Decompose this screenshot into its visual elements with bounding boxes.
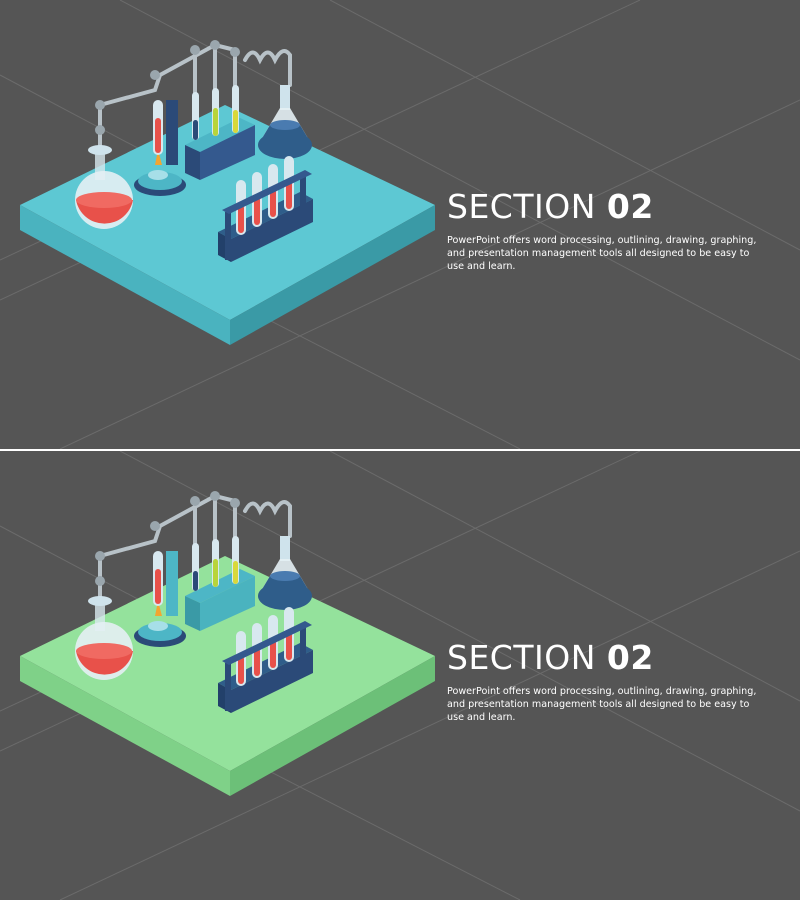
round-flask bbox=[75, 596, 133, 680]
lab-illustration bbox=[20, 491, 435, 796]
front-test-tube-rack bbox=[218, 156, 313, 262]
slide-1[interactable]: SECTION 02 PowerPoint offers word proces… bbox=[0, 0, 800, 449]
platform-right-side bbox=[230, 205, 435, 345]
section-title-text: SECTION bbox=[447, 187, 607, 226]
slide-2[interactable]: SECTION 02 PowerPoint offers word proces… bbox=[0, 451, 800, 900]
section-title: SECTION 02 bbox=[447, 190, 654, 223]
lab-illustration bbox=[20, 40, 435, 345]
front-test-tube-rack bbox=[218, 607, 313, 713]
platform-right-side bbox=[230, 656, 435, 796]
platform-left-side bbox=[20, 656, 230, 796]
bunsen-burner bbox=[134, 100, 186, 196]
section-description: PowerPoint offers word processing, outli… bbox=[447, 686, 757, 723]
section-title: SECTION 02 bbox=[447, 641, 654, 674]
platform-left-side bbox=[20, 205, 230, 345]
bunsen-burner bbox=[134, 551, 186, 647]
pipe-joints bbox=[95, 40, 240, 135]
round-flask bbox=[75, 145, 133, 229]
section-number: 02 bbox=[606, 187, 654, 226]
erlenmeyer-flask bbox=[258, 536, 312, 610]
erlenmeyer-flask bbox=[258, 85, 312, 159]
back-test-tube-rack bbox=[185, 536, 255, 631]
section-title-text: SECTION bbox=[447, 638, 607, 677]
pipe-joints bbox=[95, 491, 240, 586]
section-number: 02 bbox=[606, 638, 654, 677]
section-description: PowerPoint offers word processing, outli… bbox=[447, 235, 757, 272]
back-test-tube-rack bbox=[185, 85, 255, 180]
